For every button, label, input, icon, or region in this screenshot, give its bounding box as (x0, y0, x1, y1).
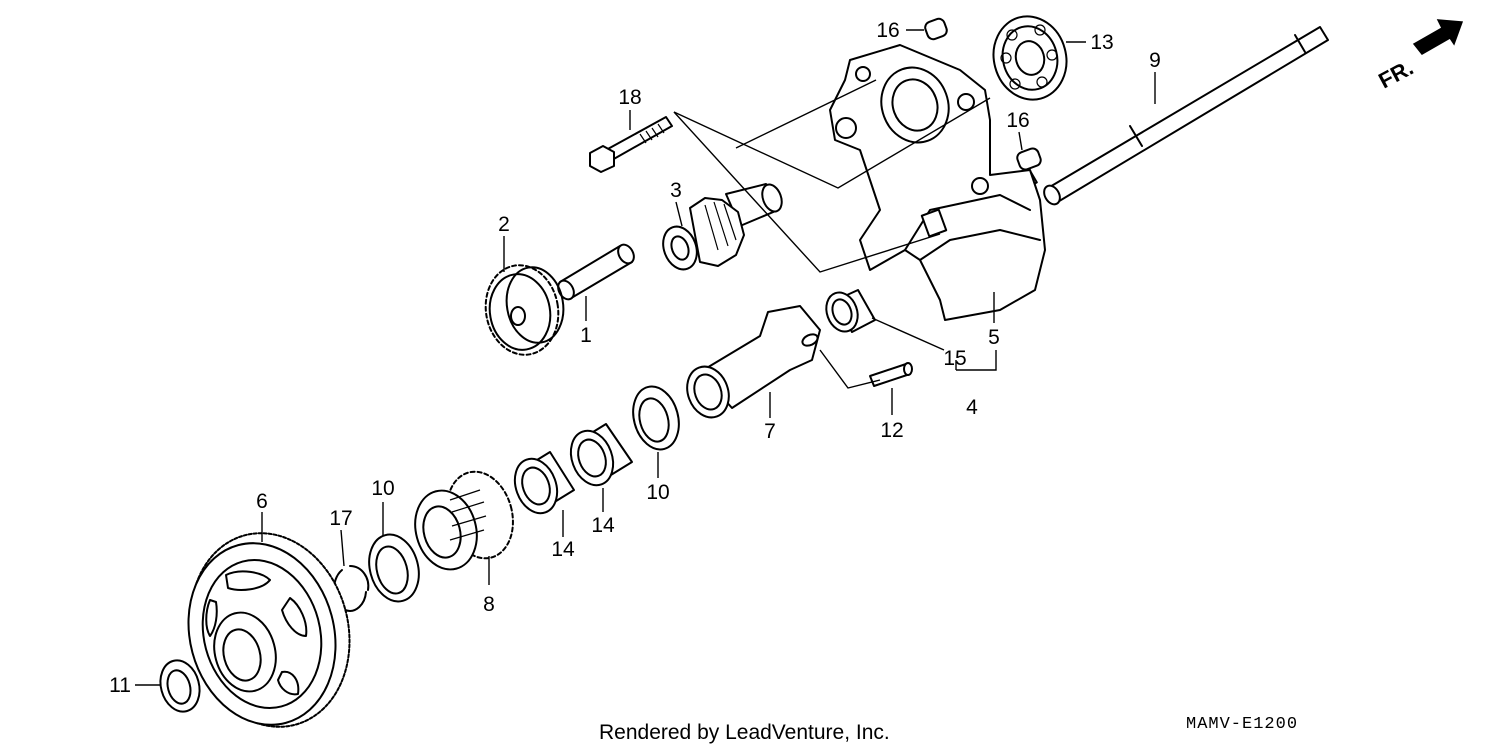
callout-9: 9 (1149, 49, 1161, 72)
part-10-washer-upper (632, 385, 680, 451)
callout-12: 12 (880, 419, 903, 442)
front-arrow-icon (1412, 19, 1464, 55)
callout-2: 2 (498, 213, 510, 236)
callout-14-lower: 14 (551, 538, 575, 561)
part-16-dowel-top (924, 17, 948, 41)
diagram-code: MAMV-E1200 (1186, 715, 1298, 734)
callout-17: 17 (329, 507, 352, 530)
callout-6: 6 (256, 490, 268, 513)
part-2-gear (484, 264, 565, 356)
part-7-collar (686, 305, 821, 419)
callout-1: 1 (580, 324, 592, 347)
callout-15: 15 (943, 347, 966, 370)
callout-18: 18 (618, 86, 641, 109)
part-1-pin (557, 243, 635, 301)
part-10-washer-lower (368, 533, 420, 603)
part-16-dowel-bottom (1016, 147, 1042, 171)
part-18-bolt (589, 116, 673, 173)
callout-10-lower: 10 (371, 477, 394, 500)
callout-14-upper: 14 (591, 514, 615, 537)
front-direction-indicator: FR. (1374, 19, 1464, 94)
callout-16-bottom: 16 (1006, 109, 1029, 132)
part-15-bearing (825, 289, 876, 333)
callout-3: 3 (670, 179, 682, 202)
part-8-gear (414, 470, 514, 571)
part-13-bearing (992, 15, 1068, 101)
callout-4: 4 (966, 396, 978, 419)
part-12-pin (869, 362, 913, 387)
callout-16-top: 16 (876, 19, 899, 42)
leader-lines (135, 29, 1156, 686)
callout-13: 13 (1090, 31, 1113, 54)
part-14-bearing-upper (569, 423, 633, 487)
assembly-lines (673, 79, 991, 389)
part-11-washer (159, 659, 201, 713)
part-3-gear (662, 183, 783, 271)
callout-8: 8 (483, 593, 495, 616)
part-6-large-gear (187, 532, 351, 728)
callout-5: 5 (988, 326, 1000, 349)
part-14-bearing-lower (513, 451, 575, 515)
footer-credit: Rendered by LeadVenture, Inc. (599, 721, 890, 744)
callout-11: 11 (109, 674, 131, 697)
front-direction-label: FR. (1374, 55, 1417, 94)
callout-7: 7 (764, 420, 776, 443)
callout-10-upper: 10 (646, 481, 669, 504)
